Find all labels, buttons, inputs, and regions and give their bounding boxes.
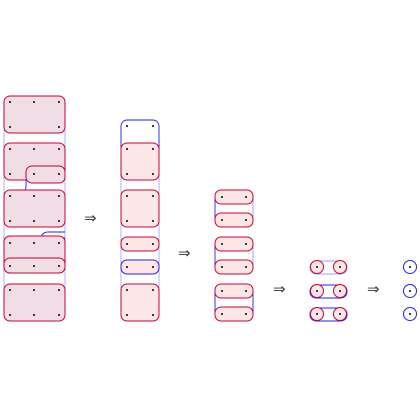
stage-1-group-1 xyxy=(3,95,66,134)
stage-2-group-5 xyxy=(120,283,160,322)
stage-3 xyxy=(214,189,254,322)
stage-4 xyxy=(309,260,348,322)
stage-3-dots xyxy=(221,196,247,315)
stage-3-group-5 xyxy=(214,283,254,299)
stage-2-group-2 xyxy=(120,189,160,228)
stage-3-group-1 xyxy=(214,189,254,205)
stage-1-group-3 xyxy=(25,165,66,184)
stage-3-group-3 xyxy=(214,236,254,252)
stage-2 xyxy=(120,119,160,322)
stage-2-group-3 xyxy=(120,236,160,252)
stage-1-group-8 xyxy=(3,283,66,322)
stage-1 xyxy=(3,95,66,322)
stage-4-connectors xyxy=(309,260,348,322)
implies-arrow-1: ⇒ xyxy=(84,209,97,227)
stage-1-group-4 xyxy=(3,189,66,228)
stage-4-dots xyxy=(316,266,341,315)
stage-3-group-4 xyxy=(214,259,254,275)
stage-1-dots xyxy=(9,101,60,316)
implies-arrow-3: ⇒ xyxy=(273,280,286,298)
implies-arrow-4: ⇒ xyxy=(367,280,380,298)
stage-5 xyxy=(403,260,417,321)
stage-2-group-1 xyxy=(120,142,160,181)
implies-arrow-2: ⇒ xyxy=(178,244,191,262)
stage-2-dots xyxy=(126,125,154,316)
stage-3-connectors xyxy=(214,197,254,314)
stage-3-group-2 xyxy=(214,212,254,228)
stage-2-group-4 xyxy=(120,259,160,275)
stage-3-group-6 xyxy=(214,306,254,322)
stage-5-dots xyxy=(409,266,411,315)
